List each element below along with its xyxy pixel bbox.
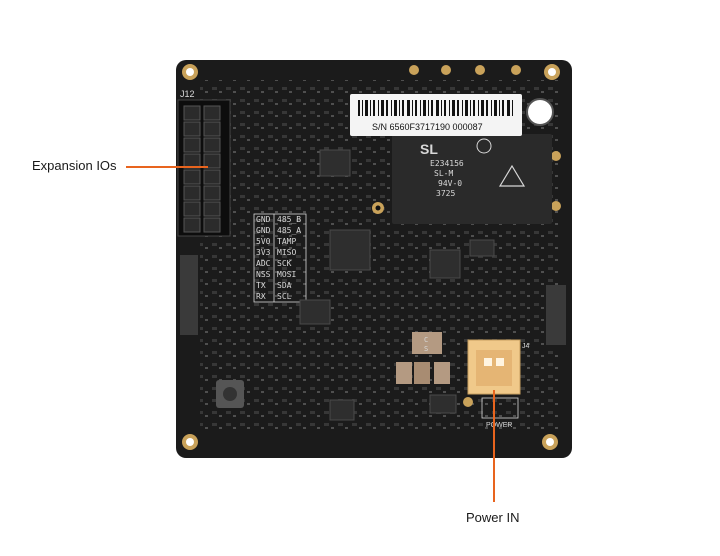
svg-text:SCK: SCK: [277, 259, 292, 268]
cert-line-2: SL-M: [434, 169, 453, 178]
expansion-leader-line: [126, 166, 208, 168]
cert-line-1: E234156: [430, 159, 464, 168]
serial-number: S/N 6560F3717190 000087: [372, 122, 483, 132]
svg-text:RX: RX: [256, 292, 266, 301]
svg-text:C: C: [424, 336, 428, 344]
cert-area: [392, 134, 552, 224]
capacitors: [396, 332, 450, 384]
cert-line-3: 94V-0: [438, 179, 462, 188]
svg-text:NSS: NSS: [256, 270, 271, 279]
expansion-header: [177, 99, 231, 237]
svg-text:5V0: 5V0: [256, 237, 271, 246]
svg-text:3V3: 3V3: [256, 248, 271, 257]
svg-text:485_B: 485_B: [277, 215, 301, 224]
power-leader-line: [493, 390, 495, 502]
power-connector: [467, 339, 521, 395]
svg-text:SDA: SDA: [277, 281, 292, 290]
svg-text:SL: SL: [420, 141, 438, 157]
svg-text:S: S: [424, 345, 428, 353]
mounting-holes: [182, 64, 560, 450]
svg-text:485_A: 485_A: [277, 226, 301, 235]
svg-text:GND: GND: [256, 215, 271, 224]
connector-ref: J4: [522, 343, 530, 350]
svg-text:GND: GND: [256, 226, 271, 235]
svg-text:TX: TX: [256, 281, 266, 290]
header-ref: J12: [180, 89, 195, 99]
components: [299, 149, 495, 421]
svg-text:ADC: ADC: [256, 259, 271, 268]
svg-text:MOSI: MOSI: [277, 270, 296, 279]
serial-sticker: S/N 6560F3717190 000087: [350, 94, 522, 136]
svg-text:MISO: MISO: [277, 248, 296, 257]
power-silk-label: POWER: [486, 422, 512, 429]
cert-line-4: 3725: [436, 189, 455, 198]
expansion-ios-label: Expansion IOs: [32, 158, 117, 173]
power-in-label: Power IN: [466, 510, 520, 525]
svg-text:TAMP: TAMP: [277, 237, 296, 246]
pin-label-table: [253, 213, 307, 303]
svg-text:SCL: SCL: [277, 292, 292, 301]
